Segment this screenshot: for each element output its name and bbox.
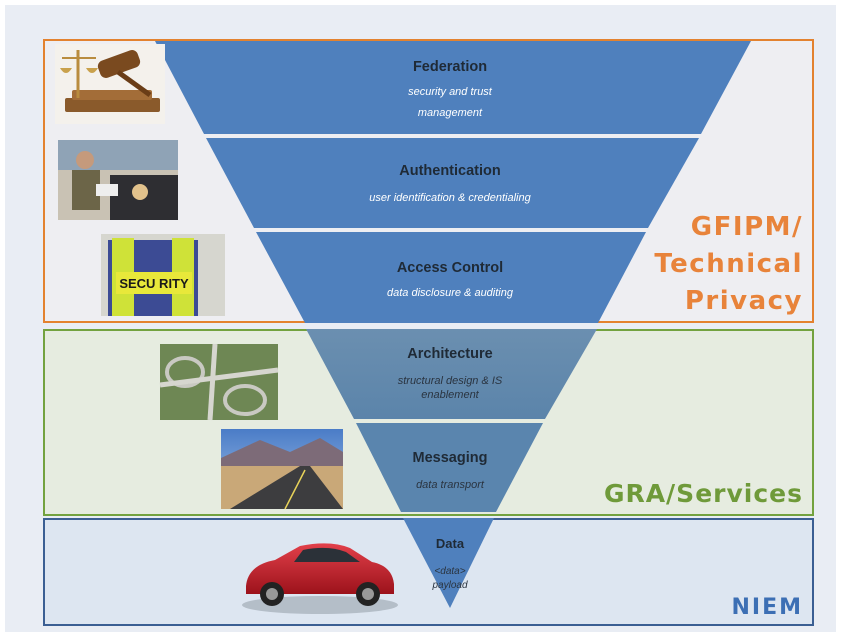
niem-label: NIEM — [731, 595, 803, 620]
layer-authentication — [206, 138, 699, 228]
desert-road-photo — [221, 429, 343, 510]
layer-access-control — [256, 232, 646, 323]
layer-subtitle: enablement — [421, 389, 479, 401]
layer-federation — [155, 41, 751, 134]
svg-text:SECU RITY: SECU RITY — [119, 276, 189, 291]
layer-title: Federation — [413, 59, 487, 75]
gavel-icon — [55, 44, 165, 124]
layer-data — [403, 518, 494, 608]
layer-subtitle: <data> — [434, 566, 465, 577]
police-officer-photo — [58, 140, 178, 220]
layer-messaging — [356, 423, 543, 512]
gfipm-label-line: Privacy — [685, 286, 803, 316]
security-vest-photo: SECU RITY — [101, 234, 225, 316]
red-car-photo — [242, 543, 398, 614]
gfipm-label-line: Technical — [654, 249, 803, 279]
layer-subtitle: user identification & credentialing — [369, 192, 531, 204]
layer-title: Authentication — [399, 163, 501, 179]
layer-subtitle: management — [418, 107, 483, 119]
layer-architecture — [306, 329, 597, 419]
layer-subtitle: data disclosure & auditing — [387, 287, 514, 299]
layer-subtitle: payload — [431, 580, 467, 591]
gra-label: GRA/Services — [604, 479, 803, 508]
layer-title: Architecture — [407, 346, 492, 362]
gfipm-label-line: GFIPM/ — [691, 212, 803, 242]
layer-title: Access Control — [397, 260, 503, 276]
layer-subtitle: data transport — [416, 479, 485, 491]
layer-subtitle: security and trust — [408, 86, 493, 98]
layer-title: Data — [436, 536, 465, 551]
layer-title: Messaging — [413, 450, 488, 466]
highway-interchange-photo — [159, 343, 279, 421]
layer-subtitle: structural design & IS — [398, 375, 503, 387]
